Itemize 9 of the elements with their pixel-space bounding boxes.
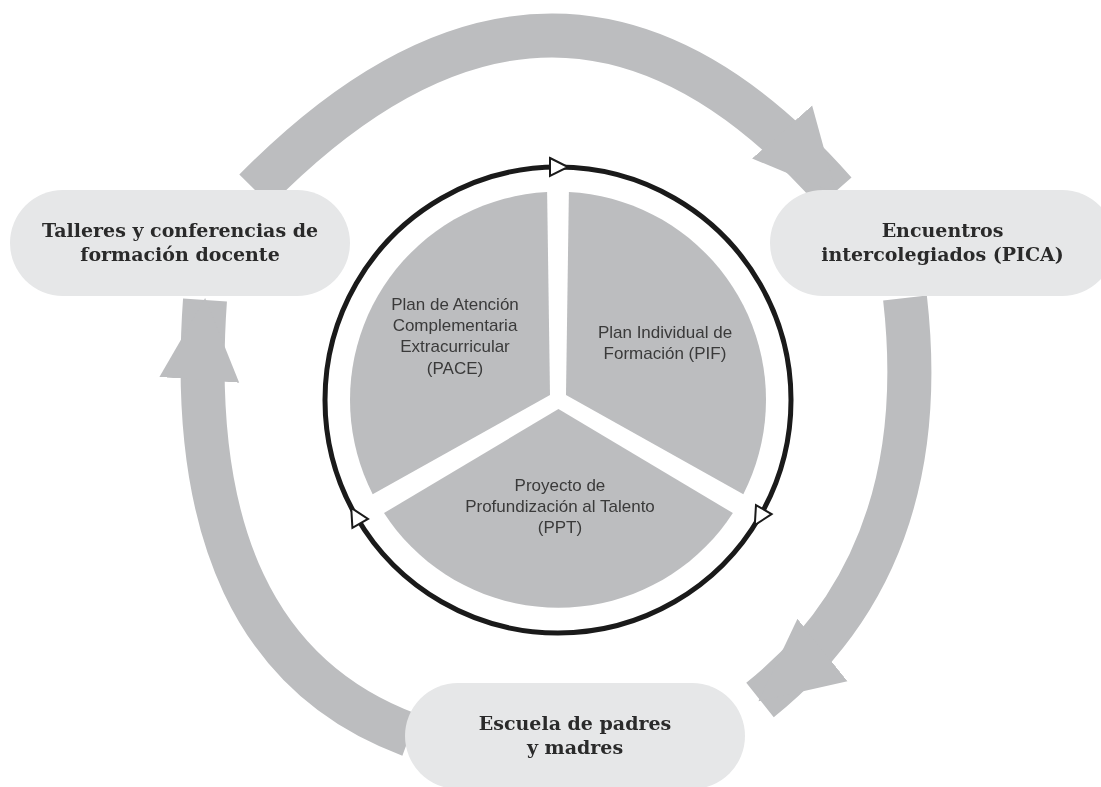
curved-arrow	[745, 296, 932, 717]
label-text: Talleres y conferencias de formación docente	[40, 219, 320, 267]
label-text: Encuentros intercolegiados (PICA)	[820, 219, 1065, 267]
label-text: Escuela de padres y madres	[477, 712, 673, 760]
sector-text: Plan de Atención Complementaria Extracurricular (PACE)	[390, 293, 520, 379]
rounded-label-box	[770, 190, 1101, 296]
sector-text: Proyecto de Profundización al Talento (PPT)	[464, 475, 656, 539]
sector-text: Plan Individual de Formación (PIF)	[596, 321, 734, 365]
rounded-label-box	[10, 190, 350, 296]
